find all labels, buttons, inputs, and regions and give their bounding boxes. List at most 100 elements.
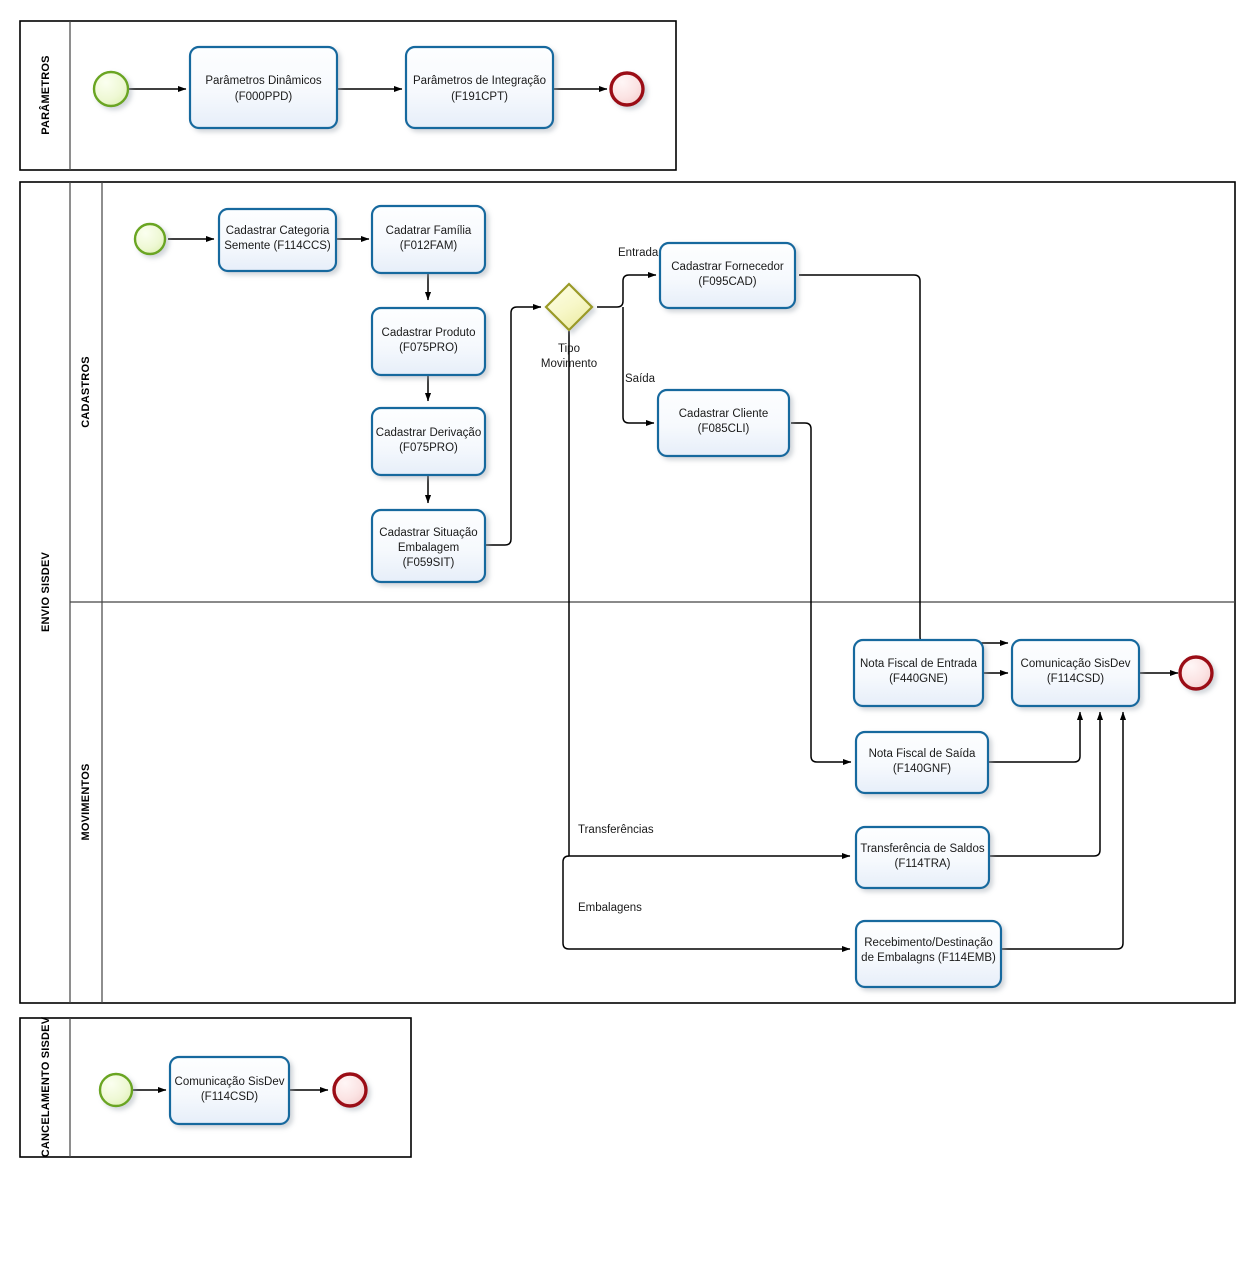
pool-cancelamento-label: CANCELAMENTO SISDEV [40,1016,52,1157]
task-produto-line2: (F075PRO) [399,342,458,354]
task-nf-entrada-line1: Nota Fiscal de Entrada [860,658,978,670]
task-familia-line2: (F012FAM) [400,240,458,252]
flow-label-saida: Saída [625,373,656,385]
task-derivacao-line2: (F075PRO) [399,442,458,454]
task-transferencia-saldos-box[interactable] [854,825,991,890]
cancelamento-flow-layer: Comunicação SisDev (F114CSD) [98,1055,368,1126]
task-derivacao-line1: Cadastrar Derivação [376,427,481,439]
flow-situacao-to-gateway [486,303,542,546]
end-event-cancelamento[interactable] [332,1072,368,1108]
task-cliente-line1: Cadastrar Cliente [679,408,768,420]
task-param-dinamicos-box[interactable] [188,45,339,130]
flow-cliente-to-nf-saida [791,422,852,766]
flow-gateway-saida-to-cliente [622,307,655,427]
task-param-integracao-box[interactable] [404,45,555,130]
task-situacao-embalagem-line3: (F059SIT) [403,557,455,569]
task-param-integracao-line1: Parâmetros de Integração [413,75,546,87]
pool-parametros: PARÂMETROS [19,20,677,171]
pool-cancelamento-border [19,1017,412,1158]
task-transferencia-saldos-line1: Transferência de Saldos [860,843,984,855]
task-situacao-embalagem-box[interactable] [370,508,487,584]
pool-parametros-border [19,20,677,171]
task-cliente[interactable]: Cadastrar Cliente (F085CLI) [656,388,791,458]
task-fornecedor-line2: (F095CAD) [698,276,756,288]
gateway-tipo-movimento-line1: Tipo [558,343,580,355]
gateway-tipo-movimento-line2: Movimento [541,358,597,370]
lane-cadastros-label: CADASTROS [80,356,92,427]
task-nf-entrada-line2: (F440GNE) [889,673,948,685]
start-event-cadastros[interactable] [133,222,167,256]
pool-envio-sisdev: ENVIO SISDEV CADASTROS MOVIMENTOS [19,181,1236,1004]
task-categoria-semente[interactable]: Cadastrar Categoria Semente (F114CCS) [217,207,338,273]
task-nf-saida[interactable]: Nota Fiscal de Saída (F140GNF) [854,730,990,795]
task-nf-saida-box[interactable] [854,730,990,795]
task-situacao-embalagem-line2: Embalagem [398,542,459,554]
task-comunicacao-sisdev[interactable]: Comunicação SisDev (F114CSD) [1010,638,1141,708]
start-event-cancelamento[interactable] [98,1072,134,1108]
task-param-integracao[interactable]: Parâmetros de Integração (F191CPT) [404,45,555,130]
task-comunicacao-sisdev-line1: Comunicação SisDev [1021,658,1131,670]
flow-gateway-entrada-to-fornecedor [597,271,657,308]
flow-gateway-embalagens [562,855,851,953]
task-comunicacao-cancel-line2: (F114CSD) [201,1091,258,1103]
task-familia[interactable]: Cadatrar Família (F012FAM) [370,204,487,275]
task-transferencia-saldos[interactable]: Transferência de Saldos (F114TRA) [854,825,991,890]
gateway-tipo-movimento-shape[interactable] [544,282,594,332]
task-fornecedor-box[interactable] [658,241,797,310]
start-event-parametros[interactable] [92,70,130,108]
task-cliente-box[interactable] [656,388,791,458]
task-produto-box[interactable] [370,306,487,377]
task-familia-box[interactable] [370,204,487,275]
task-embalagens[interactable]: Recebimento/Destinação de Embalagns (F11… [854,919,1003,989]
task-comunicacao-sisdev-box[interactable] [1010,638,1141,708]
task-familia-line1: Cadatrar Família [386,225,472,237]
task-nf-saida-line1: Nota Fiscal de Saída [869,748,976,760]
task-comunicacao-cancel-box[interactable] [168,1055,291,1126]
task-produto[interactable]: Cadastrar Produto (F075PRO) [370,306,487,377]
lane-movimentos-label: MOVIMENTOS [80,764,92,841]
flow-nf-saida-to-comunicacao [988,711,1084,763]
end-event-movimentos[interactable] [1178,655,1214,691]
pool-cancelamento-sisdev: CANCELAMENTO SISDEV [19,1016,412,1158]
flow-embalagens-to-comunicacao [1001,711,1127,950]
cadastros-flow-layer: Cadastrar Categoria Semente (F114CCS) Ca… [133,204,1009,953]
task-nf-entrada-box[interactable] [852,638,985,708]
flow-label-transferencias: Transferências [578,824,654,836]
task-derivacao[interactable]: Cadastrar Derivação (F075PRO) [370,406,487,477]
flow-label-embalagens: Embalagens [578,902,642,914]
flow-fornecedor-to-nf-entrada [799,274,1009,647]
task-derivacao-box[interactable] [370,406,487,477]
task-fornecedor-line1: Cadastrar Fornecedor [671,261,784,273]
task-param-dinamicos[interactable]: Parâmetros Dinâmicos (F000PPD) [188,45,339,130]
task-comunicacao-cancel[interactable]: Comunicação SisDev (F114CSD) [168,1055,291,1126]
task-comunicacao-cancel-line1: Comunicação SisDev [175,1076,285,1088]
task-param-dinamicos-line1: Parâmetros Dinâmicos [205,75,322,87]
task-situacao-embalagem[interactable]: Cadastrar Situação Embalagem (F059SIT) [370,508,487,584]
task-produto-line1: Cadastrar Produto [382,327,476,339]
task-nf-saida-line2: (F140GNF) [893,763,951,775]
task-embalagens-line1: Recebimento/Destinação [864,937,993,949]
flow-label-entrada: Entrada [618,247,659,259]
task-embalagens-box[interactable] [854,919,1003,989]
task-categoria-semente-box[interactable] [217,207,338,273]
task-transferencia-saldos-line2: (F114TRA) [894,858,950,870]
task-cliente-line2: (F085CLI) [698,423,750,435]
task-embalagens-line2: de Embalagns (F114EMB) [861,952,996,964]
task-comunicacao-sisdev-line2: (F114CSD) [1047,673,1104,685]
task-situacao-embalagem-line1: Cadastrar Situação [379,527,477,539]
end-event-parametros[interactable] [609,71,645,107]
task-param-integracao-line2: (F191CPT) [451,91,508,103]
task-param-dinamicos-line2: (F000PPD) [235,91,293,103]
pool-parametros-label: PARÂMETROS [39,55,52,134]
pool-envio-sisdev-label: ENVIO SISDEV [40,552,52,632]
task-categoria-semente-line1: Cadastrar Categoria [226,225,330,237]
task-nf-entrada[interactable]: Nota Fiscal de Entrada (F440GNE) [852,638,985,708]
movimentos-flow-layer: Nota Fiscal de Entrada (F440GNE) Comunic… [578,638,1214,989]
task-categoria-semente-line2: Semente (F114CCS) [224,240,331,252]
pool-envio-sisdev-border [19,181,1236,1004]
parametros-flow-layer: Parâmetros Dinâmicos (F000PPD) Parâmetro… [92,45,645,130]
gateway-tipo-movimento[interactable]: Tipo Movimento [541,282,597,370]
task-fornecedor[interactable]: Cadastrar Fornecedor (F095CAD) [658,241,797,310]
